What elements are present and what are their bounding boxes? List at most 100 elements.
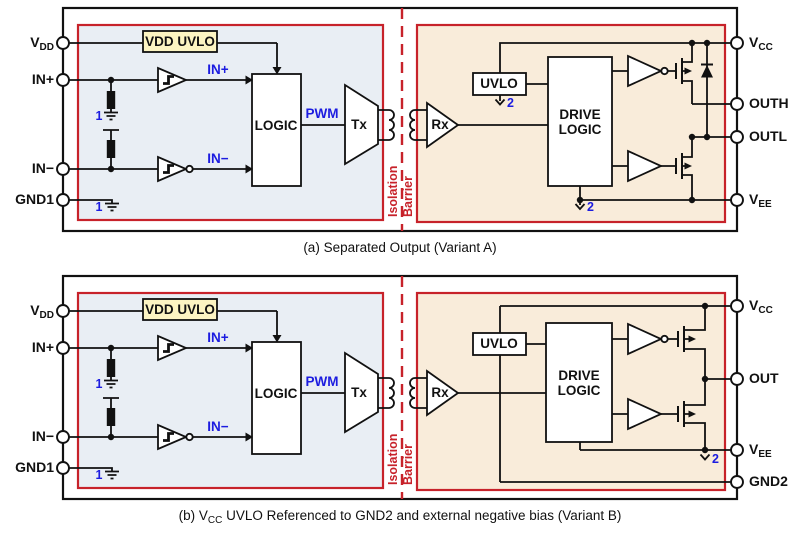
rx-block (426, 369, 460, 417)
pin-out (730, 372, 744, 386)
arrow-down-icon (272, 335, 282, 343)
mosfet-icon (677, 306, 706, 379)
junction-dots (107, 39, 711, 204)
gnd-ref-2: 2 (507, 96, 514, 110)
signal-in-plus-label: IN+ (207, 62, 229, 77)
gnd-ref-1: 1 (96, 109, 103, 123)
pin-vee (730, 443, 744, 457)
transformer-icon (378, 377, 427, 409)
pin-in-plus-label: IN+ (32, 71, 54, 87)
ground-icon (104, 379, 118, 389)
inverter-bubble-icon (660, 334, 669, 344)
vdd-uvlo-label: VDD UVLO (145, 302, 215, 317)
diagram-a: VDD IN+ IN− GND1 VCC OUTH OUTL VEE VDD U… (15, 6, 789, 233)
logic-block (251, 341, 302, 455)
gnd-ref-1: 1 (96, 377, 103, 391)
ground-icon (105, 470, 119, 480)
uvlo-block (472, 332, 527, 356)
inverter-bubble-icon (660, 66, 669, 76)
input-side-region (76, 291, 385, 490)
vdd-uvlo-label: VDD UVLO (145, 34, 215, 49)
pin-vcc (730, 299, 744, 313)
tx-label: Tx (351, 117, 367, 132)
isolation-label: Isolation (386, 434, 400, 485)
resistor-icon (106, 140, 116, 158)
pin-vdd (56, 304, 70, 318)
inverting-driver-buffer-icon (627, 54, 669, 88)
tx-block (344, 83, 379, 166)
pin-gnd2-label: GND2 (749, 473, 788, 489)
schmitt-buffer-icon (157, 334, 189, 362)
vdd-uvlo-block (142, 30, 218, 53)
vdd-uvlo-block (142, 298, 218, 321)
pin-out-label: OUT (749, 370, 779, 386)
pin-in-minus-label: IN− (32, 160, 54, 176)
pin-outh (730, 97, 744, 111)
pin-gnd1 (56, 461, 70, 475)
pin-vcc (730, 36, 744, 50)
logic-block (251, 73, 302, 187)
transformer-icon (378, 109, 427, 141)
inverter-bubble-icon (185, 432, 194, 442)
pin-vee (730, 193, 744, 207)
mosfet-icon (675, 137, 693, 200)
ground-icon (104, 111, 118, 121)
driver-buffer-icon (627, 149, 664, 183)
pin-gnd1-label: GND1 (15, 191, 54, 207)
pin-in-plus (56, 341, 70, 355)
arrow-right-icon (245, 164, 253, 174)
pin-outl-label: OUTL (749, 128, 788, 144)
pin-outl (730, 130, 744, 144)
mosfet-icon (675, 43, 693, 104)
schmitt-inverter-icon (157, 155, 194, 183)
drive-logic-label-line2: LOGIC (559, 122, 602, 137)
body-diode-icon (701, 43, 713, 137)
signal-in-minus-label: IN− (207, 419, 229, 434)
junction-dots (107, 302, 709, 454)
uvlo-block (472, 72, 527, 96)
rx-block (426, 101, 460, 149)
schmitt-buffer-icon (157, 66, 189, 94)
barrier-label: Barrier (401, 176, 415, 217)
rx-label: Rx (431, 117, 449, 132)
pin-in-minus (56, 162, 70, 176)
arrow-right-icon (245, 432, 253, 442)
arrow-right-icon (245, 75, 253, 85)
pin-vee-label: VEE (749, 441, 772, 460)
rx-label: Rx (431, 385, 449, 400)
pin-in-plus-label: IN+ (32, 339, 54, 355)
pin-outh-label: OUTH (749, 95, 789, 111)
barrier-label: Barrier (401, 444, 415, 485)
logic-label: LOGIC (255, 386, 298, 401)
gnd-ref-2: 2 (712, 452, 719, 466)
gnd2-arrow-icon (699, 453, 711, 461)
gnd2-arrow-icon (494, 98, 506, 106)
inverter-bubble-icon (185, 164, 194, 174)
gnd-ref-1: 1 (96, 468, 103, 482)
driver-buffer-icon (627, 397, 664, 431)
pin-in-minus-label: IN− (32, 428, 54, 444)
resistor-icon (106, 408, 116, 426)
gnd2-arrow-icon (574, 203, 586, 211)
tx-label: Tx (351, 385, 367, 400)
ground-icon (105, 202, 119, 212)
resistor-icon (106, 359, 116, 377)
drive-logic-label-line2: LOGIC (558, 383, 601, 398)
uvlo-label: UVLO (480, 76, 518, 91)
signal-pwm-label: PWM (306, 106, 339, 121)
drive-logic-label-line1: DRIVE (559, 107, 600, 122)
pin-in-plus (56, 73, 70, 87)
wires (69, 42, 731, 205)
pin-vdd (56, 36, 70, 50)
isolation-label: Isolation (386, 166, 400, 217)
pin-gnd1 (56, 193, 70, 207)
mosfet-icon (677, 379, 706, 450)
signal-pwm-label: PWM (306, 374, 339, 389)
pin-gnd2 (730, 475, 744, 489)
diagram-b: VDD IN+ IN− GND1 VCC OUT VEE GND2 VDD UV… (15, 274, 788, 501)
pin-vdd-label: VDD (30, 302, 54, 321)
pin-vcc-label: VCC (749, 34, 773, 53)
pin-gnd1-label: GND1 (15, 459, 54, 475)
drive-logic-block (547, 56, 613, 187)
